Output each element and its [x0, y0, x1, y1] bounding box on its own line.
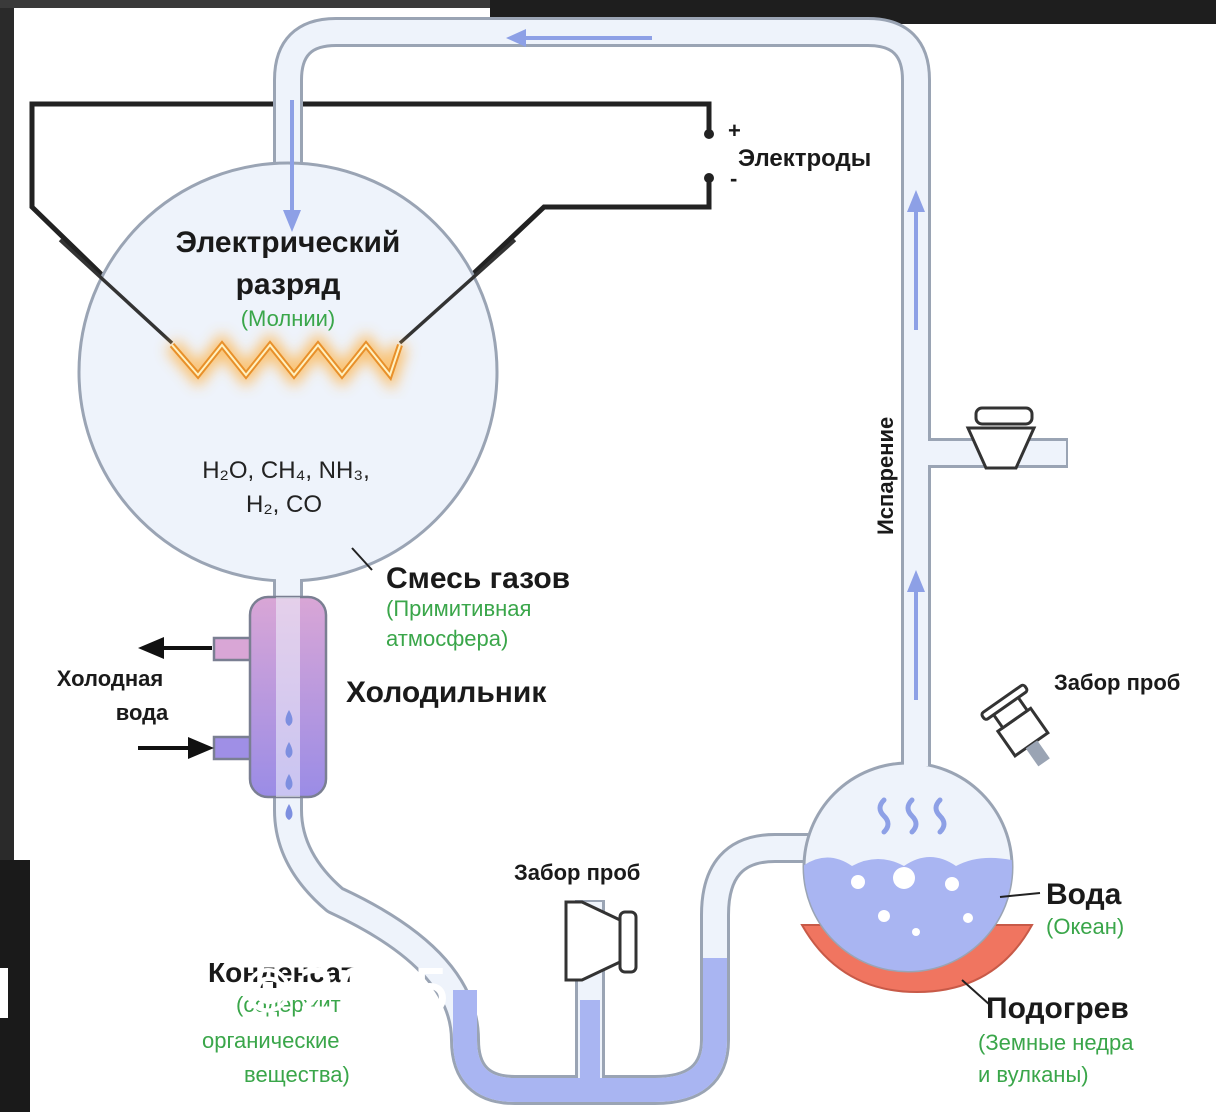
water-bubbles	[851, 867, 973, 936]
internal-electrodes	[58, 238, 517, 345]
gas-mixture-sublabel1: (Примитивная	[386, 596, 531, 621]
electrode-minus-terminal	[704, 173, 714, 183]
electrodes-label: Электроды	[738, 145, 871, 172]
gas-formula-line2: H₂, CO	[246, 491, 322, 518]
gas-mixture-sublabel2: атмосфера)	[386, 626, 508, 651]
condensate-sublabel2: органические	[202, 1028, 340, 1053]
pointer-lines	[351, 547, 1041, 1006]
steam-waves	[877, 797, 947, 835]
discharge-sublabel: (Молнии)	[241, 306, 336, 331]
evaporation-label: Испарение	[873, 417, 898, 535]
plus-sign: +	[728, 118, 741, 143]
water-sublabel: (Океан)	[1046, 914, 1124, 939]
sample-label-top: Забор проб	[1054, 670, 1180, 695]
sample-label-bottom: Забор проб	[514, 860, 640, 885]
electrode-plus-terminal	[704, 129, 714, 139]
condenser-label: Холодильник	[346, 676, 547, 709]
condensate-label: Конденсат	[208, 957, 355, 988]
flask-neck	[904, 760, 928, 766]
heating-sublabel1: (Земные недра	[978, 1030, 1134, 1055]
heating-label: Подогрев	[986, 992, 1129, 1025]
discharge-label-line1: Электрический	[176, 226, 401, 259]
cold-water-arrows	[138, 637, 214, 759]
water-label: Вода	[1046, 878, 1122, 911]
gas-mixture-label: Смесь газов	[386, 562, 570, 595]
condensate-sublabel1: (содержит	[236, 992, 341, 1017]
condenser-inner-tube	[276, 597, 300, 797]
condensate-drops	[285, 710, 293, 820]
condensate-sublabel3: вещества)	[244, 1062, 350, 1087]
water-flask	[802, 761, 1014, 973]
flask-sample-valve	[980, 683, 1050, 767]
gas-formula-line1: H₂O, CH₄, NH₃,	[202, 457, 370, 484]
watermark-left-bar	[0, 968, 8, 1018]
discharge-label-line2: разряд	[236, 268, 341, 301]
bottom-sample-stopcock	[564, 900, 638, 982]
minus-sign: -	[730, 166, 737, 191]
heating-sublabel2: и вулканы)	[978, 1062, 1089, 1087]
cold-water-label-line2: вода	[116, 700, 169, 725]
sphere-neck	[276, 555, 300, 585]
spark-core	[171, 343, 401, 378]
flow-arrows	[283, 29, 925, 700]
background-left-strip	[0, 0, 14, 1112]
cold-water-label-line1: Холодная	[57, 666, 163, 691]
watermark: ©2025	[238, 957, 451, 1027]
evaporation-stopcock	[965, 406, 1037, 470]
